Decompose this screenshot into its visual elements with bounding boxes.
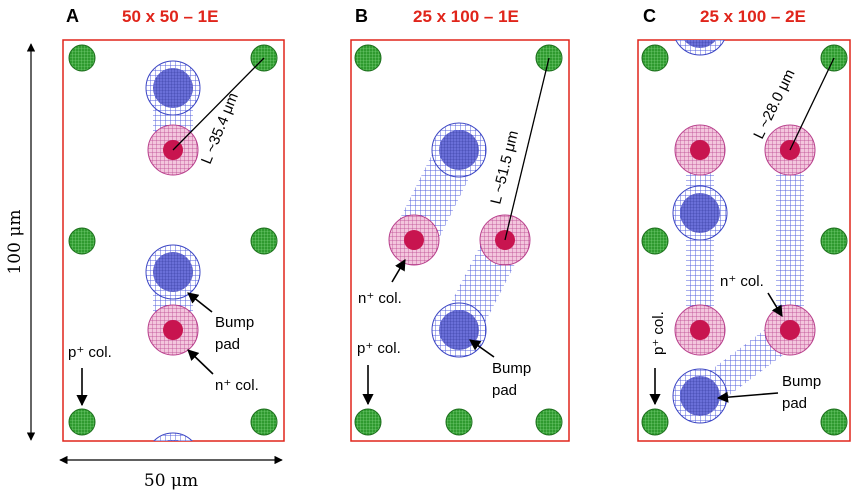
electrode-partial-bottom [153, 432, 193, 441]
panel-c-letter: C [643, 6, 656, 26]
panel-c-title: 25 x 100 – 2E [700, 7, 806, 26]
panel-a-n-col-arrow [187, 349, 214, 375]
panel-a-bump-arrow [187, 292, 213, 313]
height-label: 100 μm [5, 209, 25, 274]
panel-c-length-line [789, 57, 835, 151]
p-columns [68, 44, 278, 436]
p-columns [354, 44, 563, 436]
panel-c: C 25 x 100 – 2E [637, 6, 851, 442]
panel-b-length-label: L ~51.5 μm [487, 129, 522, 206]
panel-b-p-col-label: p⁺ col. [357, 340, 401, 357]
panel-c-frame [637, 39, 851, 442]
panel-a-bump-label-2: pad [215, 336, 240, 353]
panel-b-length-line [504, 57, 550, 241]
panel-b: B 25 x 100 – 1E [350, 6, 570, 442]
width-dimension: 50 μm [59, 455, 283, 491]
panel-c-p-col-label: p⁺ col. [650, 311, 667, 355]
panel-a-bump-label-1: Bump [215, 314, 254, 331]
panel-c-bump-label-1: Bump [782, 373, 821, 390]
electrode-left [388, 122, 487, 266]
panel-c-bump-label-2: pad [782, 395, 807, 412]
electrode-right [431, 214, 531, 358]
panel-c-n-col-arrow [767, 292, 783, 317]
panel-a-length-line [172, 57, 265, 151]
panel-c-n-col-label: n⁺ col. [720, 273, 764, 290]
panel-b-bump-label-1: Bump [492, 360, 531, 377]
electrode-upper [145, 60, 201, 176]
panel-a-title: 50 x 50 – 1E [122, 7, 218, 26]
panel-b-bump-label-2: pad [492, 382, 517, 399]
panel-a: A 50 x 50 – 1E [62, 6, 285, 442]
electrode-partial-top [675, 40, 725, 56]
panel-a-letter: A [66, 6, 79, 26]
panel-a-n-col-label: n⁺ col. [215, 377, 259, 394]
width-label: 50 μm [144, 471, 198, 491]
height-dimension: 100 μm [5, 43, 36, 441]
panel-b-title: 25 x 100 – 1E [413, 7, 519, 26]
panel-c-bump-arrow [716, 391, 779, 403]
panel-b-n-col-label: n⁺ col. [358, 290, 402, 307]
panel-a-p-col-label: p⁺ col. [68, 344, 112, 361]
panel-b-frame [350, 39, 570, 442]
electrode-lower [145, 244, 201, 356]
electrode-left [672, 124, 728, 356]
panel-b-n-col-arrow [391, 259, 406, 283]
panel-b-bump-arrow [469, 339, 495, 358]
panel-b-letter: B [355, 6, 368, 26]
